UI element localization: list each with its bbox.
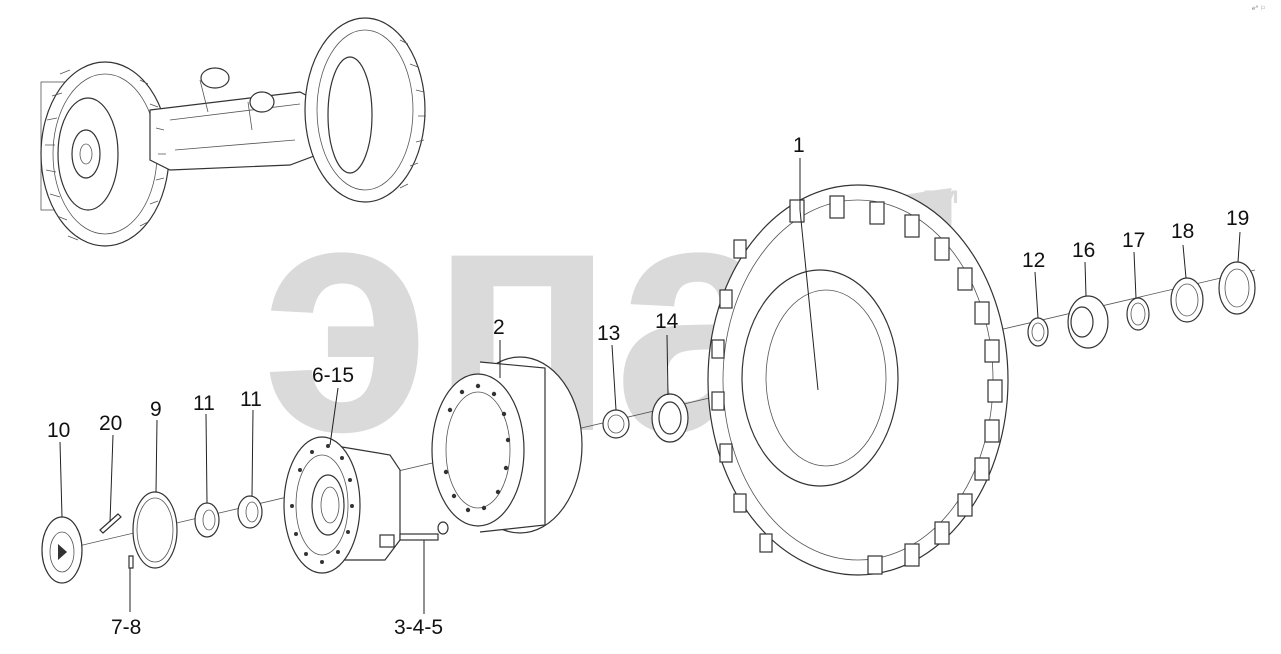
rim-inner-face bbox=[431, 373, 525, 527]
part-labels: 1 2 13 14 12 16 17 18 19 6-15 11 11 9 20… bbox=[47, 134, 1249, 639]
bearing-part-16 bbox=[1067, 295, 1109, 349]
bolt-part-20 bbox=[99, 513, 122, 534]
axle-beam bbox=[149, 91, 331, 171]
tire-part-1 bbox=[707, 184, 1009, 576]
label-part-1: 1 bbox=[793, 134, 805, 157]
label-part-10: 10 bbox=[47, 419, 70, 442]
axle-mount-left bbox=[200, 67, 230, 89]
label-part-12: 12 bbox=[1022, 249, 1045, 272]
seal-part-18 bbox=[1170, 277, 1204, 323]
screw-part-7-8 bbox=[128, 555, 134, 569]
stud-washer bbox=[437, 521, 449, 535]
wheel-stud bbox=[399, 533, 439, 541]
label-part-6-15: 6-15 bbox=[312, 364, 354, 387]
stud-nut-part-3-4-5 bbox=[379, 521, 449, 548]
rim-part-2 bbox=[431, 356, 583, 534]
hubcap-part-10 bbox=[41, 516, 83, 584]
seal-part-11-b bbox=[237, 495, 263, 529]
gasket-part-9 bbox=[132, 491, 178, 569]
label-part-14: 14 bbox=[655, 310, 679, 333]
ring-part-17 bbox=[1126, 297, 1150, 331]
label-part-11-b: 11 bbox=[240, 388, 262, 411]
corner-note: ℯ° ⚐ bbox=[1252, 5, 1266, 12]
seal-part-11-a bbox=[194, 502, 220, 538]
label-part-2: 2 bbox=[493, 316, 505, 339]
bearing-part-14 bbox=[651, 393, 689, 443]
label-part-19: 19 bbox=[1226, 207, 1249, 230]
label-part-11-a: 11 bbox=[193, 392, 215, 415]
cover-part-19 bbox=[1218, 261, 1256, 315]
label-part-3-4-5: 3-4-5 bbox=[394, 616, 443, 639]
label-part-16: 16 bbox=[1072, 239, 1095, 262]
label-part-17: 17 bbox=[1122, 229, 1145, 252]
label-part-7-8: 7-8 bbox=[111, 616, 141, 639]
label-part-9: 9 bbox=[150, 398, 162, 421]
tire-tread-lugs bbox=[711, 195, 1003, 575]
spacer-part-13 bbox=[602, 409, 630, 439]
leader-lines bbox=[59, 158, 1241, 614]
label-part-13: 13 bbox=[597, 322, 620, 345]
axle-assembly-illustration bbox=[40, 17, 426, 247]
axle-mount-right bbox=[249, 91, 275, 113]
wheel-nut bbox=[379, 534, 395, 548]
spacer-part-12 bbox=[1027, 317, 1049, 347]
tire-bead bbox=[741, 269, 899, 487]
hub-part-6-15 bbox=[283, 436, 401, 574]
label-part-18: 18 bbox=[1171, 220, 1194, 243]
label-part-20: 20 bbox=[99, 412, 122, 435]
